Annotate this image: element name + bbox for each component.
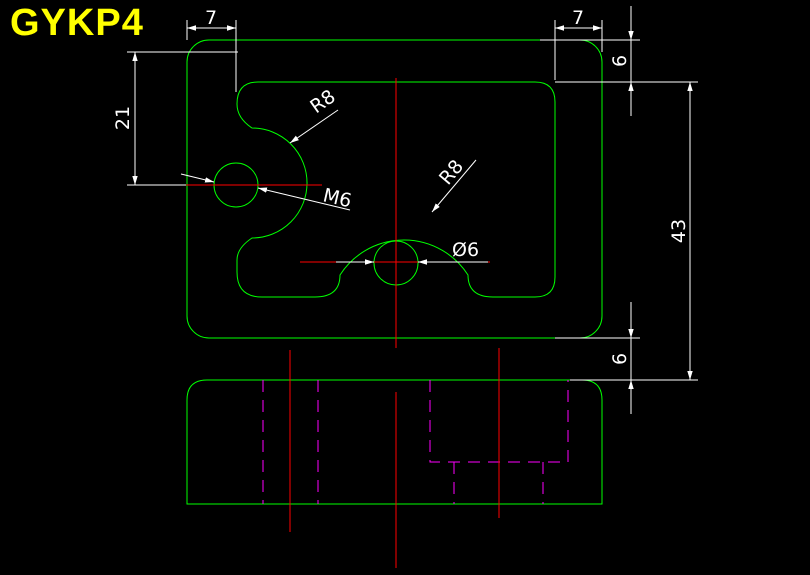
- dim-thread: M6: [321, 184, 354, 212]
- hidden-lines: [262, 380, 569, 504]
- inner-pocket: [236, 81, 556, 298]
- dim-left-offset: 7: [205, 7, 217, 29]
- dimension-texts: 7 7 6 6 43 21 R8 R8 M6 Ø6: [112, 7, 690, 365]
- center-lines: [186, 78, 500, 568]
- dim-right-offset: 7: [572, 7, 584, 29]
- top-view: [186, 39, 603, 339]
- front-outline: [186, 379, 603, 505]
- dim-upper-radius: R8: [306, 86, 339, 119]
- dim-bore: Ø6: [452, 239, 479, 261]
- front-view: [186, 379, 603, 505]
- dim-lower-radius: R8: [435, 156, 468, 190]
- dimension-lines: [127, 6, 698, 414]
- dim-top-wall: 6: [609, 55, 631, 67]
- dim-hole-offset: 21: [112, 106, 134, 130]
- dim-bottom-wall: 6: [609, 353, 631, 365]
- drawing-title: GYKP4: [10, 2, 144, 44]
- outer-frame: [186, 39, 603, 339]
- dim-inner-height: 43: [668, 219, 690, 243]
